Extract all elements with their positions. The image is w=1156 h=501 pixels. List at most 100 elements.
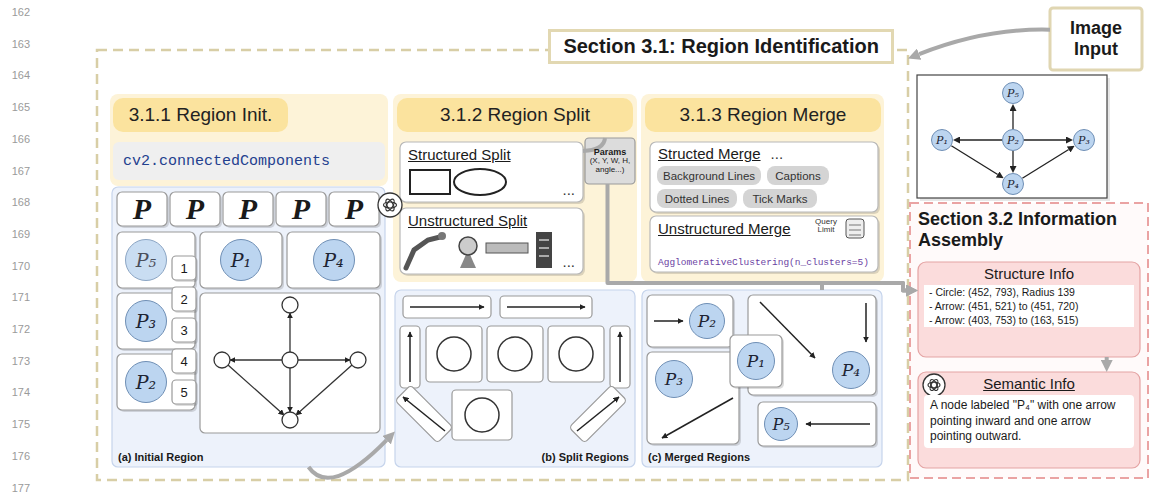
svg-g	[228, 313, 352, 415]
svg-path	[403, 397, 445, 431]
svg-path	[409, 332, 411, 382]
box-outline	[647, 352, 739, 444]
box-outline	[117, 192, 167, 226]
merge-chip: Tick Marks	[743, 189, 817, 208]
svg-circle	[923, 374, 945, 396]
node-text: ...	[562, 181, 575, 198]
svg-path	[662, 398, 733, 438]
svg-circle	[438, 232, 446, 240]
svg-path	[619, 332, 621, 382]
line-number: 165	[2, 101, 30, 113]
node-text: P₃	[1073, 129, 1095, 151]
flow-arrow	[822, 283, 906, 291]
svg-path	[406, 237, 440, 268]
section-frame: Section 3.1: Region Identification3.1.1 …	[97, 50, 908, 480]
box-outline	[170, 192, 220, 226]
svg-circle	[437, 337, 471, 371]
line-number: 164	[2, 69, 30, 81]
flow-arrow	[1105, 357, 1109, 360]
node-text: Params	[594, 147, 627, 157]
box-outline	[276, 192, 326, 226]
node-text: P₅	[764, 407, 798, 441]
line-number: 166	[2, 133, 30, 145]
box-outline	[395, 290, 635, 467]
graph-edge	[1022, 149, 1068, 178]
merge-chip: Dotted Lines	[657, 189, 737, 208]
node-text: P₄	[313, 239, 355, 281]
index-tile: 4	[172, 349, 196, 373]
svg-g	[437, 337, 593, 432]
svg-g	[406, 232, 552, 268]
svg-g	[569, 385, 627, 443]
svg-rect	[548, 326, 604, 382]
svg-ellipse	[929, 378, 940, 391]
svg-rect	[395, 385, 453, 443]
merge-box: Unstructured MergeAgglomerativeClusterin…	[650, 216, 878, 272]
svg-circle	[378, 193, 402, 217]
node-text: AgglomerativeClustering(n_clusters=5)	[658, 257, 870, 268]
region-tile: P	[276, 192, 326, 226]
node-text: P₅	[125, 239, 167, 281]
step-header: 3.1.1 Region Init.	[113, 98, 288, 132]
node-text: (b) Split Regions	[542, 451, 629, 463]
line-number: 174	[2, 386, 30, 398]
graph-edge	[960, 139, 1002, 140]
merge-chip: Background Lines	[657, 166, 761, 185]
node-text: 3.1.1 Region Init.	[129, 104, 273, 126]
box-outline	[117, 354, 195, 410]
node-text: Unstructured Split	[408, 212, 575, 229]
line-number: 169	[2, 228, 30, 240]
svg-path	[230, 359, 282, 360]
box-outline	[650, 216, 878, 272]
graph-node: P₁	[931, 129, 953, 151]
merge-chip: Captions	[767, 166, 829, 185]
node-text: 5	[180, 385, 187, 400]
node-text: 3.1.2 Region Split	[440, 104, 590, 126]
box-outline	[172, 380, 196, 404]
svg-circle	[498, 337, 532, 371]
input-label: Image Input	[1050, 8, 1142, 70]
svg-g	[846, 219, 864, 238]
flow-arrow	[919, 30, 1050, 55]
node-text: ...	[562, 253, 575, 270]
flow-arrow	[309, 440, 387, 478]
box-outline	[117, 232, 195, 288]
svg-ellipse	[384, 198, 396, 212]
box-outline	[647, 295, 733, 347]
info-box: Semantic InfoA node labeled "P₄" with on…	[918, 372, 1140, 468]
svg-path	[577, 397, 619, 431]
node-text: 1	[180, 261, 187, 276]
svg-g	[214, 297, 366, 428]
line-number: 167	[2, 165, 30, 177]
region-tile: P₁	[200, 232, 282, 288]
svg-g	[384, 198, 397, 212]
svg-rect	[569, 385, 627, 443]
region-tile: P₂	[647, 295, 733, 347]
node-text: - Circle: (452, 793), Radius 139	[924, 285, 1134, 299]
node-text: Tick Marks	[752, 193, 807, 205]
svg-circle	[282, 297, 298, 313]
graph-node: P₅	[1002, 82, 1024, 104]
svg-rect	[641, 94, 884, 282]
node-text: P₃	[655, 360, 693, 398]
node-text: (c) Merged Regions	[648, 451, 882, 463]
svg-g	[410, 169, 506, 195]
split-box: Structured Split...	[400, 142, 583, 202]
node-text: (a) Initial Region	[118, 451, 385, 463]
svg-rect	[426, 326, 482, 382]
node-text: Section 3.1: Region Identification	[548, 29, 894, 64]
svg-ellipse	[454, 169, 506, 195]
box-outline	[657, 166, 761, 185]
svg-path	[849, 225, 861, 235]
node-text: P₂	[689, 303, 725, 339]
line-number: 171	[2, 291, 30, 303]
graph-edge	[951, 146, 997, 175]
node-text: Unstructured Merge	[658, 220, 870, 237]
node-text: Captions	[775, 170, 820, 182]
svg-rect	[917, 75, 1107, 198]
svg-rect	[452, 390, 512, 440]
svg-rect	[536, 232, 552, 268]
svg-ellipse	[384, 198, 396, 212]
svg-circle	[214, 352, 230, 368]
box-outline	[758, 402, 876, 446]
